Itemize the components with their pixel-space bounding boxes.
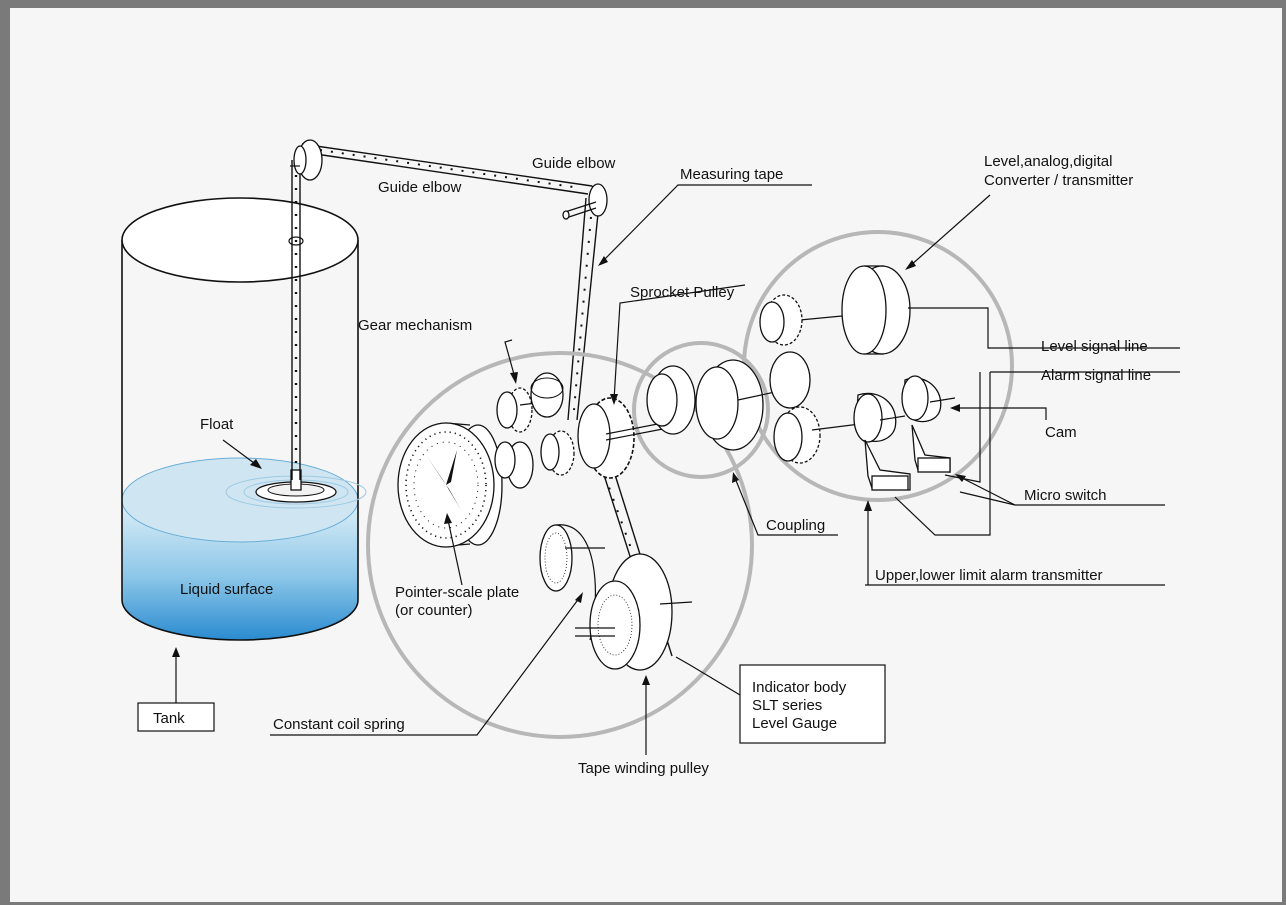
indicator-label-line3: Level Gauge <box>752 715 837 732</box>
indicator-label-line1: Indicator body <box>752 679 847 696</box>
constant-coil-spring <box>539 524 605 641</box>
pointer-scale-plate <box>397 422 503 548</box>
upper-lower-alarm-label: Upper,lower limit alarm transmitter <box>875 567 1103 584</box>
level-signal-line-label: Level signal line <box>1041 338 1148 355</box>
pointer-scale-label-line1: Pointer-scale plate <box>395 584 519 601</box>
cam-assembly <box>853 375 956 443</box>
gear-mechanism <box>494 372 575 489</box>
alarm-signal-line-label: Alarm signal line <box>1041 367 1151 384</box>
indicator-label-box <box>739 664 886 744</box>
cam-label: Cam <box>1045 424 1077 441</box>
sprocket-pulley-label: Sprocket Pulley <box>630 284 735 301</box>
guide-elbow-lower-pulley <box>562 183 608 220</box>
guide-elbow-upper-pulley <box>290 139 323 181</box>
float-label: Float <box>200 416 234 433</box>
tank-label-box <box>137 702 215 732</box>
micro-switch-label: Micro switch <box>1024 487 1107 504</box>
coupling-circle <box>632 341 770 479</box>
measuring-tape-label: Measuring tape <box>680 166 783 183</box>
tank <box>121 197 359 641</box>
pointer-scale-label-line2: (or counter) <box>395 602 473 619</box>
tank-label: Tank <box>153 710 185 727</box>
indicator-label-line2: SLT series <box>752 697 822 714</box>
gear-mechanism-label: Gear mechanism <box>358 317 472 334</box>
coupling-label: Coupling <box>766 517 825 534</box>
indicator-body-circle <box>366 351 754 739</box>
guide-elbow-upper-label: Guide elbow <box>532 155 616 172</box>
leader-lines <box>172 184 1180 755</box>
converter-label-line1: Level,analog,digital <box>984 153 1112 170</box>
guide-elbow-lower-label: Guide elbow <box>378 179 462 196</box>
float <box>225 469 367 509</box>
tank-top <box>121 197 359 283</box>
converter-transmitter <box>759 265 911 464</box>
coupling <box>646 359 776 451</box>
liquid-surface-label: Liquid surface <box>180 581 273 598</box>
constant-coil-spring-label: Constant coil spring <box>273 716 405 733</box>
sprocket-pulley <box>577 397 669 479</box>
tape-winding-pulley <box>575 553 693 671</box>
converter-label-line2: Converter / transmitter <box>984 172 1133 189</box>
tape-winding-pulley-label: Tape winding pulley <box>578 760 709 777</box>
micro-switch <box>864 424 951 491</box>
